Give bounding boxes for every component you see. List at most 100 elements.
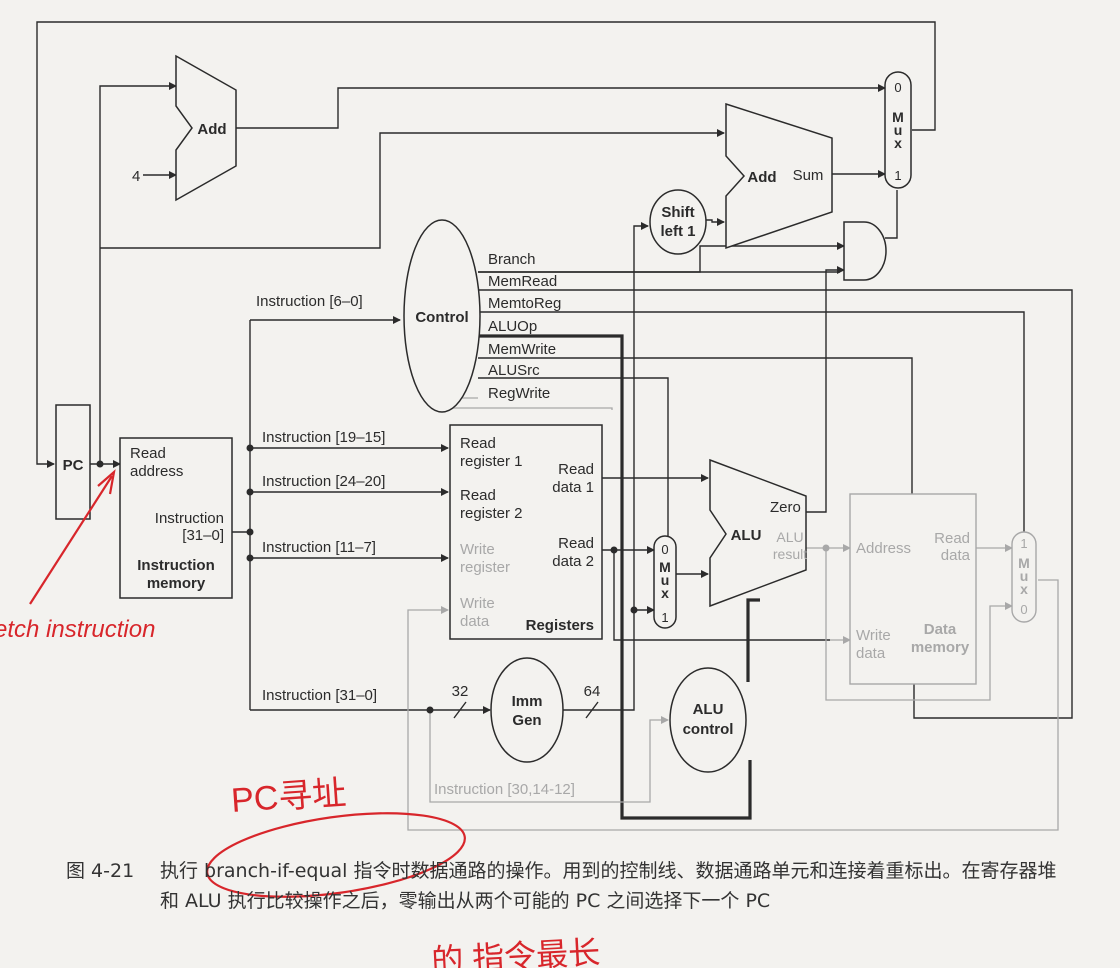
width-slash-32 [453,701,467,719]
signal-alusrc: ALUSrc [488,362,540,379]
signal-memtoreg: MemtoReg [488,295,561,312]
imm-in-width: 32 [452,683,469,700]
dmem-address: Address [856,540,911,557]
imem-title-l2: memory [147,575,206,592]
pc-register [55,404,91,520]
fetch-arrow-head [97,469,116,495]
figure-number: 图 4-21 [66,860,135,882]
imm-gen [490,657,564,763]
alu-mux-in1: 1 [661,610,668,625]
pc-mux-char-0: M [892,109,904,125]
pc-adder [175,54,237,202]
pc-source-mux [884,71,912,189]
mem-mux-char-1: u [1020,568,1029,584]
reg-read-data1-l1: Read [558,461,594,478]
reg-write-data-l1: Write [460,595,495,612]
imem-title-l1: Instruction [137,557,215,574]
alu-mux-char-1: u [661,572,670,588]
reg-read-reg2-l2: register 2 [460,505,523,522]
pc-note: PC寻址 [230,774,348,820]
pc-mux-in1: 1 [894,168,901,183]
pc-mux-in0: 0 [894,80,901,95]
alu-control-l1: ALU [693,701,724,718]
imm-gen-l1: Imm [512,693,543,710]
reg-write-data-l2: data [460,613,490,630]
reg-read-data2-l2: data 2 [552,553,594,570]
mem-mux-char-2: x [1020,581,1028,597]
pc-adder-label: Add [197,121,226,138]
branch-adder-sum: Sum [793,167,824,184]
register-file [449,424,603,640]
alu-label: ALU [731,527,762,544]
instruction-field-labels: Instruction [6–0] Instruction [19–15] In… [256,293,385,704]
figure-caption: 图 4-21 执行 branch-if-equal 指令时数据通路的操作。用到的… [66,856,1066,916]
branch-adder [725,102,833,250]
figure-caption-text: 执行 branch-if-equal 指令时数据通路的操作。用到的控制线、数据通… [160,860,1057,912]
imem-read-address-l2: address [130,463,183,480]
alu-mux-char-0: M [659,559,671,575]
reg-read-reg1-l1: Read [460,435,496,452]
control-label: Control [415,309,468,326]
imem-instruction-l2: [31–0] [182,527,224,544]
signal-memread: MemRead [488,273,557,290]
mem-mux-in1: 1 [1020,536,1027,551]
branch-and-gate [843,221,887,281]
mem-to-reg-mux [1011,531,1037,623]
fetch-arrow-line [29,475,113,605]
alu-control-unit [669,667,747,773]
imem-read-address-l1: Read [130,445,166,462]
alu-result-l1: ALU [776,529,803,545]
pc-mux-char-2: x [894,135,902,151]
reg-read-reg1-l2: register 1 [460,453,523,470]
shift-left-line1: Shift [661,204,694,221]
junction-dots [96,444,638,714]
field-rd: Instruction [11–7] [262,539,376,556]
alu-source-mux [653,535,677,629]
control-signal-labels: Branch MemRead MemtoReg ALUOp MemWrite A… [488,251,561,402]
alu-unit [709,458,807,608]
signal-memwrite: MemWrite [488,341,556,358]
shift-left-line2: left 1 [660,223,695,240]
reg-write-reg-l2: register [460,559,510,576]
instruction-memory [119,437,233,599]
dmem-write-data-l1: Write [856,627,891,644]
control-unit [403,219,481,413]
dmem-title-l1: Data [924,621,957,638]
alu-result-l2: result [773,546,807,562]
dmem-read-data-l2: data [941,547,971,564]
shift-left-label: Shift left 1 [660,204,695,240]
dmem-title-l2: memory [911,639,970,656]
const-four: 4 [132,168,140,185]
field-all: Instruction [31–0] [262,687,377,704]
field-aluctrl: Instruction [30,14-12] [434,781,575,798]
shift-left-unit [649,189,707,255]
data-memory [849,493,977,685]
signal-aluop: ALUOp [488,318,537,335]
reg-write-reg-l1: Write [460,541,495,558]
imem-instruction-l1: Instruction [155,510,224,527]
imm-out-width: 64 [584,683,601,700]
alu-mux-char-2: x [661,585,669,601]
pc-mux-char-1: u [894,122,903,138]
wires-dark [36,21,1073,820]
field-rs1: Instruction [19–15] [262,429,385,446]
registers-title: Registers [526,617,594,634]
junction-dot-faded [822,544,830,552]
signal-regwrite: RegWrite [488,385,550,402]
